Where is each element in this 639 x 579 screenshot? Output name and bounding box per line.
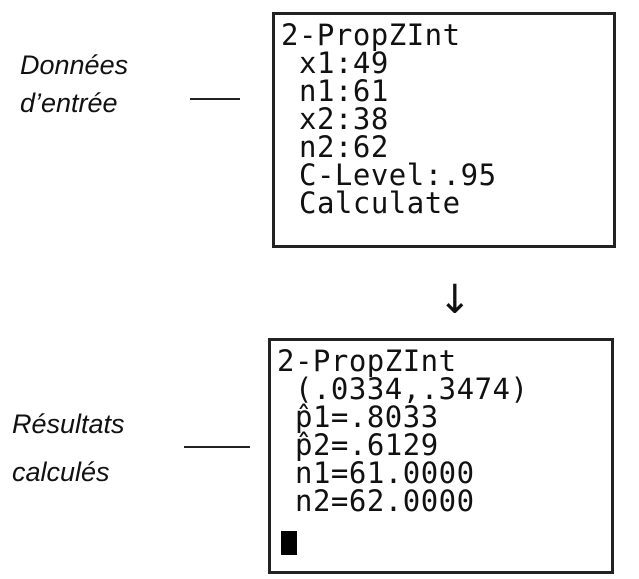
results-label: Résultats calculés <box>12 405 125 491</box>
down-arrow-icon: ↓ <box>438 277 472 323</box>
input-line-n1[interactable]: n1:61 <box>299 74 389 108</box>
p-hat-2-result: p̂2=.6129 <box>295 428 439 462</box>
p-hat-1-result: p̂1=.8033 <box>295 400 439 434</box>
input-line-x1[interactable]: x1:49 <box>299 46 389 80</box>
output-screen-title: 2-PropZInt <box>277 344 457 378</box>
results-label-line1: Résultats <box>12 409 125 439</box>
input-line-x2[interactable]: x2:38 <box>299 102 389 136</box>
calculate-option[interactable]: Calculate <box>299 186 461 220</box>
cursor-block <box>281 531 297 555</box>
input-data-label: Données d’entrée <box>20 46 128 122</box>
input-line-n2[interactable]: n2:62 <box>299 130 389 164</box>
n1-result: n1=61.0000 <box>295 456 475 490</box>
confidence-interval: (.0334,.3474) <box>295 372 529 406</box>
input-screen-title: 2-PropZInt <box>281 18 461 52</box>
results-connector-line <box>184 446 250 448</box>
output-calculator-screen: 2-PropZInt (.0334,.3474) p̂1=.8033 p̂2=.… <box>268 338 614 574</box>
input-line-c-level[interactable]: C-Level:.95 <box>299 158 497 192</box>
results-label-line2: calculés <box>12 457 110 487</box>
input-connector-line <box>190 98 240 100</box>
input-data-label-line2: d’entrée <box>20 88 118 118</box>
n2-result: n2=62.0000 <box>295 484 475 518</box>
input-data-label-line1: Données <box>20 50 129 80</box>
input-calculator-screen: 2-PropZInt x1:49 n1:61 x2:38 n2:62 C-Lev… <box>272 12 616 248</box>
